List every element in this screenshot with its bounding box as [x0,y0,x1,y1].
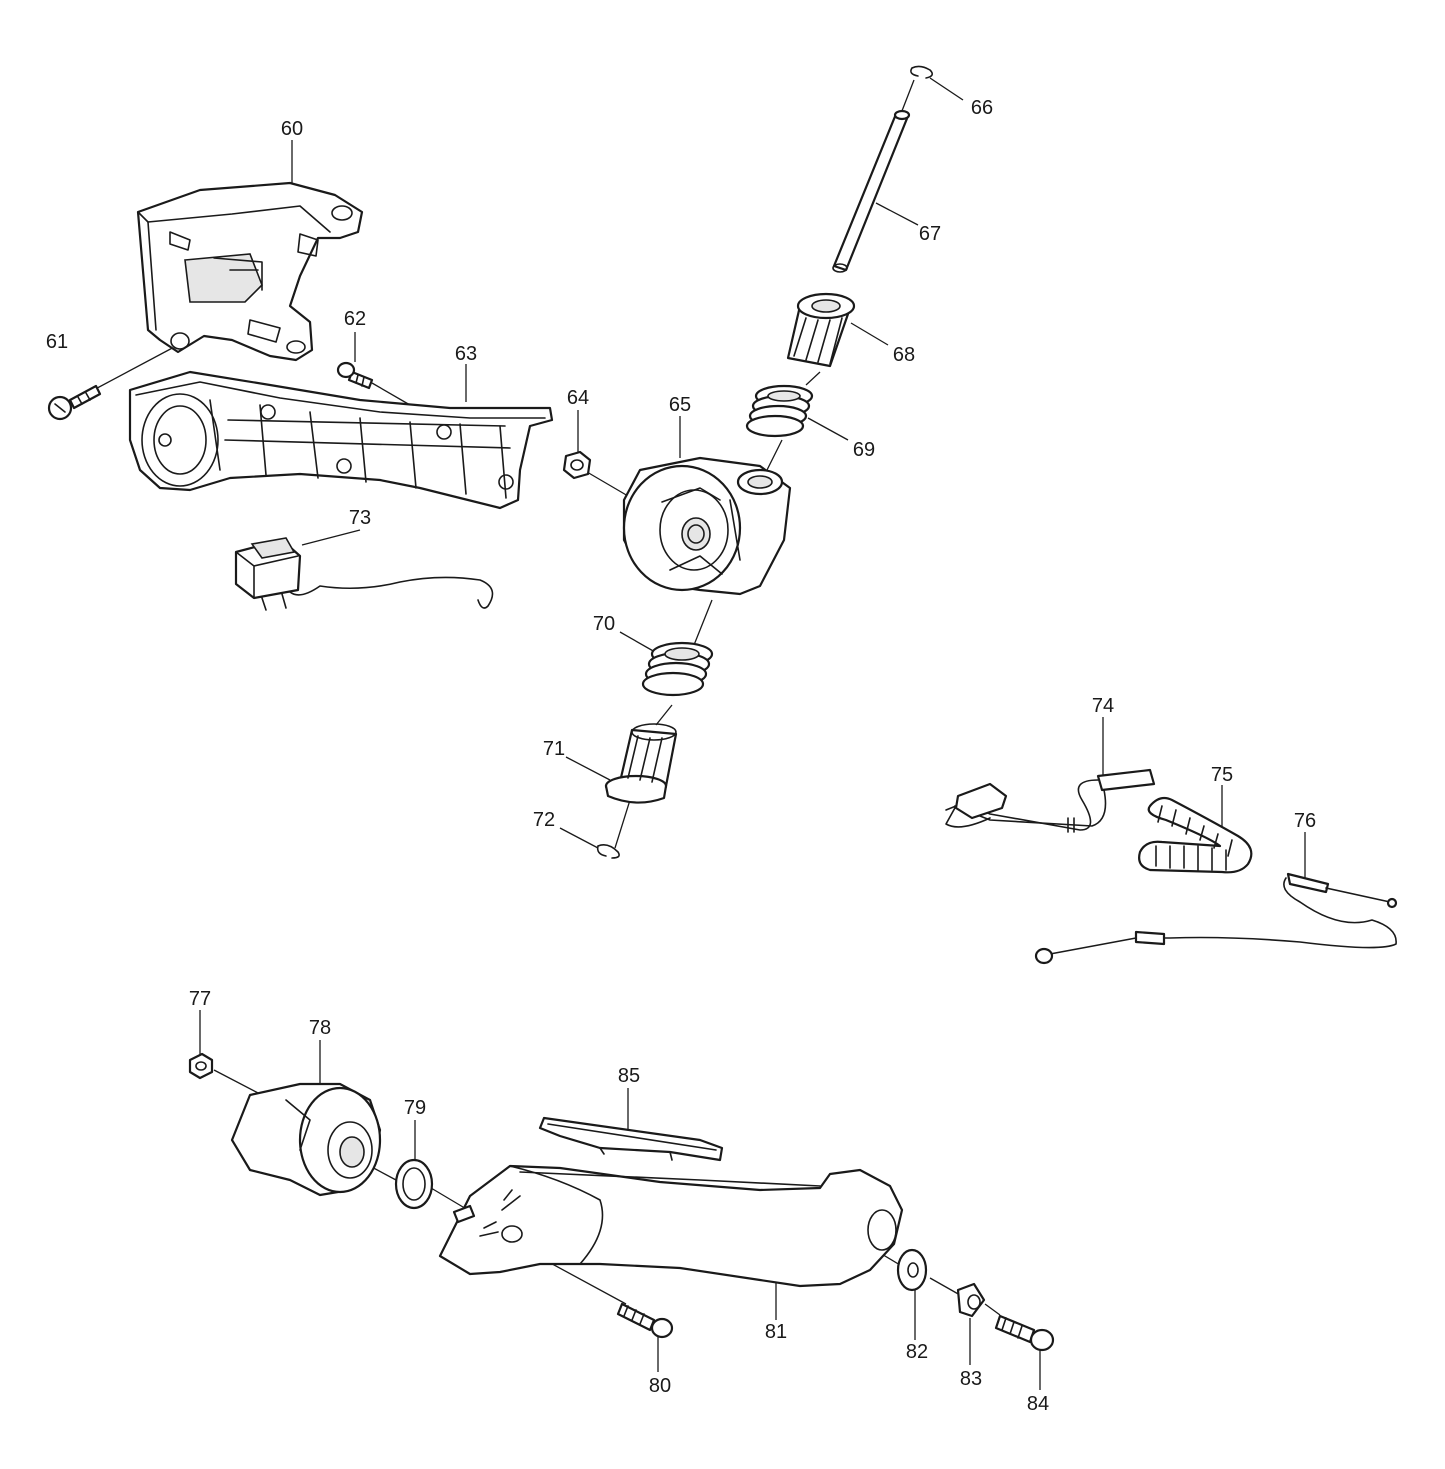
label-84: 84 [1027,1393,1049,1415]
part-66-e-ring [910,65,934,79]
part-83-spacer [956,1282,986,1318]
label-62: 62 [344,308,366,330]
part-60-handle-bracket [136,181,364,362]
label-65: 65 [669,394,691,416]
label-63: 63 [455,343,477,365]
label-75: 75 [1211,764,1233,786]
part-68-bushing [786,292,856,368]
label-68: 68 [893,344,915,366]
part-85-cover-strip [538,1116,724,1162]
part-76-throttle-cable [1034,872,1398,965]
part-64-nut [562,450,592,480]
label-83: 83 [960,1368,982,1390]
part-69-spring [745,384,814,438]
label-79: 79 [404,1097,426,1119]
label-78: 78 [309,1017,331,1039]
part-80-screw [616,1302,674,1339]
part-75-corrugated-tube [1138,796,1253,874]
part-82-washer [896,1248,928,1292]
part-61-screw [47,384,102,421]
part-62-screw [336,361,374,390]
label-73: 73 [349,507,371,529]
label-66: 66 [971,97,993,119]
label-72: 72 [533,809,555,831]
label-70: 70 [593,613,615,635]
part-63-handle-half [128,370,554,510]
leader-lines [85,77,1306,1390]
label-69: 69 [853,439,875,461]
part-84-bolt [994,1314,1055,1352]
label-80: 80 [649,1375,671,1397]
part-77-nut [188,1052,214,1080]
part-70-spring [641,641,714,697]
part-81-front-handle [438,1164,904,1288]
part-73-switch [234,537,494,611]
label-71: 71 [543,738,565,760]
part-number-labels: 60 61 62 63 64 65 66 67 68 69 70 71 72 7… [46,97,1316,1415]
part-74-wire-harness [945,768,1156,833]
label-76: 76 [1294,810,1316,832]
label-67: 67 [919,223,941,245]
label-81: 81 [765,1321,787,1343]
label-82: 82 [906,1341,928,1363]
part-65-pivot-housing [622,456,792,596]
part-79-o-ring [394,1158,434,1210]
label-85: 85 [618,1065,640,1087]
part-71-bushing [604,723,678,804]
part-67-shaft-pin [832,109,911,273]
part-78-grip-knob [230,1082,382,1197]
label-64: 64 [567,387,589,409]
label-60: 60 [281,118,303,140]
label-74: 74 [1092,695,1114,717]
label-77: 77 [189,988,211,1010]
label-61: 61 [46,331,68,353]
part-72-e-ring [596,844,620,859]
